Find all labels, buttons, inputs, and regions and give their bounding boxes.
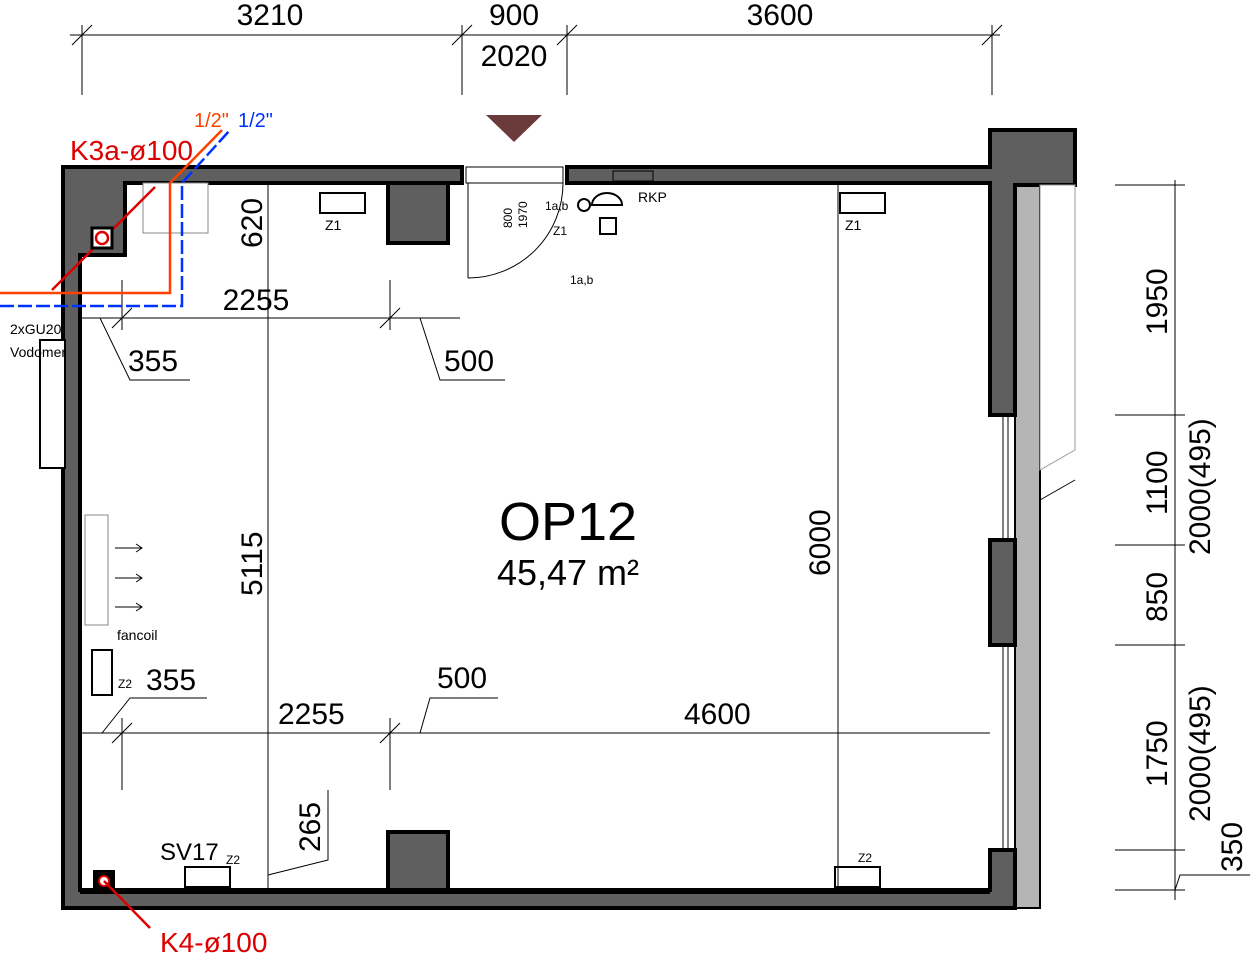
socket-icon xyxy=(91,649,113,696)
fancoil-icon xyxy=(84,514,109,626)
light-switch-icon xyxy=(577,198,591,212)
dim-top-offset-left: 355 xyxy=(128,345,178,378)
pipe-cold-label: 1/2" xyxy=(238,110,273,132)
dim-right-5: 350 xyxy=(1216,822,1249,872)
socket-icon xyxy=(839,192,886,214)
pipe-hot-label: 1/2" xyxy=(194,110,229,132)
switch-top-label: 1a,b xyxy=(545,199,569,213)
dim-top-left: 3210 xyxy=(237,0,304,32)
plumbing: 1/2" 1/2" K3a-ø100 K4-ø100 2xGU20 Vodome… xyxy=(0,110,273,956)
z1-right-label: Z1 xyxy=(845,217,862,233)
meters-label-2: Vodomer xyxy=(10,344,66,360)
socket-icon xyxy=(834,866,881,888)
socket-icon xyxy=(319,192,366,214)
interior-dimensions: 2255 620 355 500 5115 6000 355 500 2255 … xyxy=(80,183,990,890)
room-code: OP12 xyxy=(499,492,637,552)
drain-bottom-label: K4-ø100 xyxy=(160,927,267,956)
fancoil-label: fancoil xyxy=(117,627,157,643)
cold-pipe xyxy=(0,129,231,308)
dim-bottom-offset-pillar: 500 xyxy=(437,662,487,695)
room-area: 45,47 m² xyxy=(497,552,639,593)
dim-top-depth: 620 xyxy=(236,198,269,248)
dim-bottom-offset-left: 355 xyxy=(146,664,196,697)
meters-label: 2xGU20 xyxy=(10,321,62,337)
rkp-label: RKP xyxy=(638,189,667,205)
dim-bottom-depth: 265 xyxy=(294,802,327,852)
sv17-label: SV17 xyxy=(160,839,219,866)
dim-right-3: 850 xyxy=(1141,572,1174,622)
dim-top-right: 3600 xyxy=(747,0,814,32)
z1-door-label: Z1 xyxy=(553,224,567,238)
window-dim-2: 2000(495) xyxy=(1184,685,1217,822)
dim-right-1: 1950 xyxy=(1141,268,1174,335)
socket-icon xyxy=(184,866,231,888)
dim-height-left: 5115 xyxy=(236,531,269,596)
z2-bottom-right-label: Z2 xyxy=(858,851,872,865)
z2-left-label: Z2 xyxy=(118,677,132,691)
right-dimension-chain: 1950 1100 850 1750 350 2000(495) 2000(49… xyxy=(1115,180,1250,900)
door[interactable]: 800 1970 xyxy=(465,166,564,279)
dim-right-2: 1100 xyxy=(1141,450,1174,515)
door-height: 1970 xyxy=(516,201,530,228)
dim-top-offset-pillar: 500 xyxy=(444,345,494,378)
drain-top-label: K3a-ø100 xyxy=(70,135,193,166)
electrical: Z1 Z1 1a,b Z1 1a,b RKP fancoil Z2 SV17 Z… xyxy=(84,170,886,888)
dim-right-4: 1750 xyxy=(1141,720,1174,787)
dim-bottom-span: 2255 xyxy=(278,698,345,731)
dim-height-right: 6000 xyxy=(804,509,837,576)
rkp-icon xyxy=(590,192,624,206)
door-width: 800 xyxy=(501,208,515,228)
dim-bottom-right: 4600 xyxy=(684,698,751,731)
dim-door-width: 900 xyxy=(489,0,539,32)
dim-door-height: 2020 xyxy=(481,40,548,73)
z2-bottom-left-label: Z2 xyxy=(226,853,240,867)
top-dimension-chain: 3210 900 2020 3600 xyxy=(70,0,1003,95)
dim-top-span: 2255 xyxy=(223,284,290,317)
switch-bottom-label: 1a,b xyxy=(570,273,594,287)
z1-left-label: Z1 xyxy=(325,217,342,233)
window-dim-1: 2000(495) xyxy=(1184,418,1217,555)
sink-icon xyxy=(142,182,209,234)
drain-top-icon xyxy=(94,230,110,246)
drain-arrow-bottom xyxy=(103,880,151,929)
entrance-marker-icon xyxy=(486,115,542,142)
hot-pipe xyxy=(0,129,223,295)
